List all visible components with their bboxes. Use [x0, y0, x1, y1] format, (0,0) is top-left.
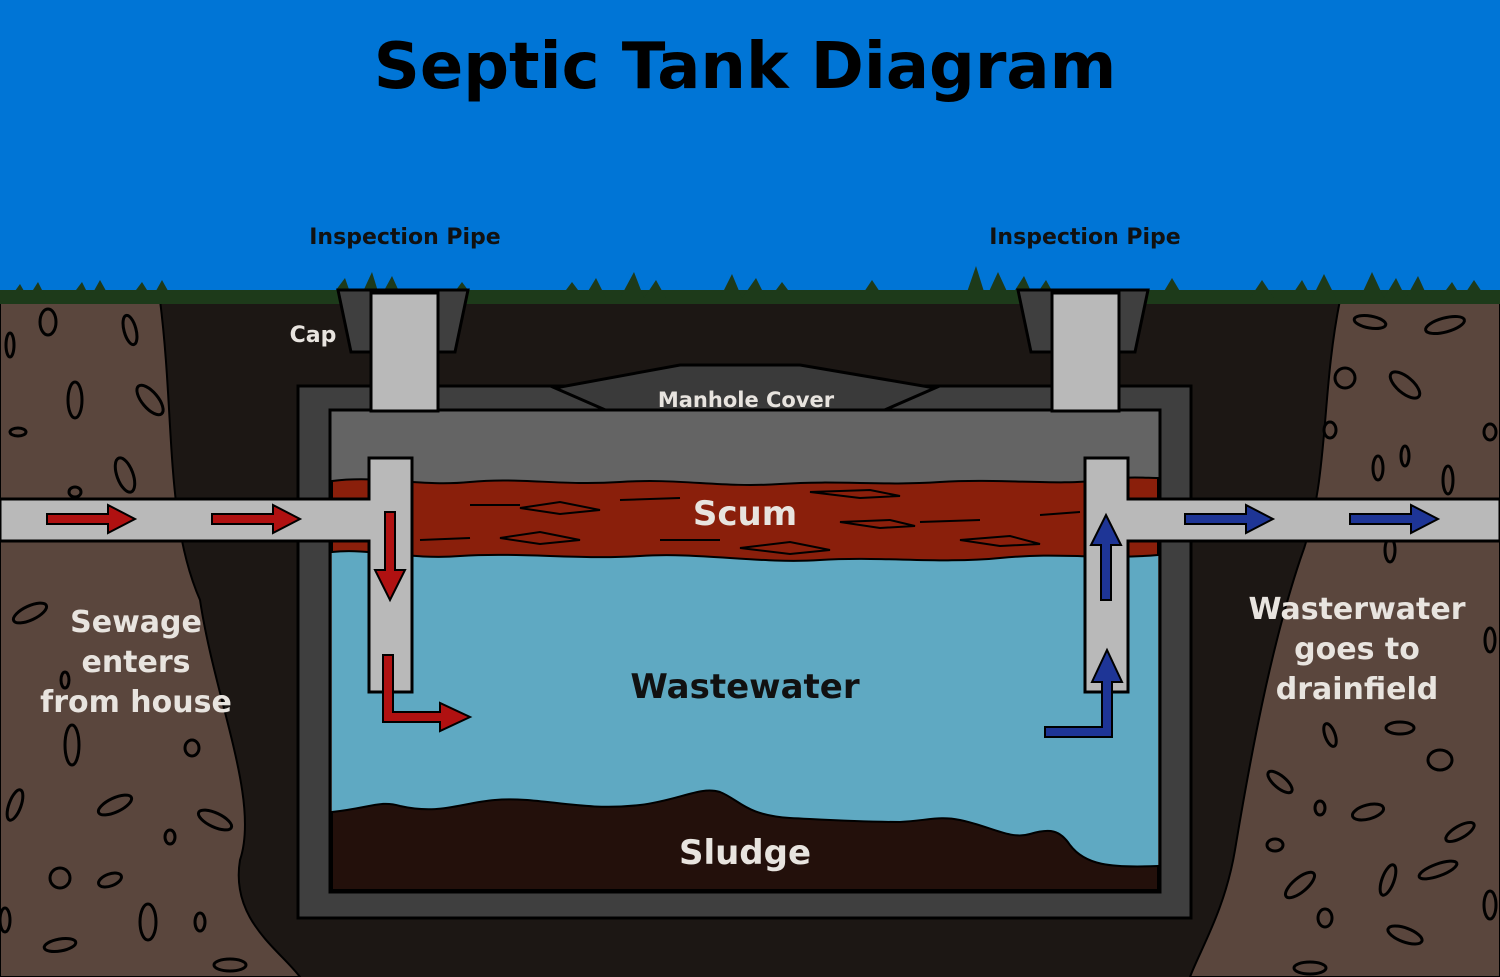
arrow-right-icon — [211, 503, 303, 535]
scum-layer — [331, 476, 1159, 562]
sky — [0, 0, 1500, 300]
label-inlet-line: Sewage — [70, 605, 202, 640]
pebbles-right — [1265, 313, 1498, 976]
label-inlet-line: from house — [40, 685, 232, 720]
label-inspection-pipe-right: Inspection Pipe — [989, 225, 1180, 250]
arrow-right-icon — [1349, 503, 1441, 535]
arrow-up-icon — [1044, 647, 1124, 738]
arrow-down-icon — [373, 511, 407, 603]
inspection-pipe-right — [1050, 291, 1121, 413]
arrow-right-icon — [1184, 503, 1276, 535]
label-inlet: Sewage enters from house — [40, 605, 232, 720]
label-wastewater: Wastewater — [630, 667, 859, 707]
arrow-up-icon — [1089, 512, 1123, 601]
label-cap: Cap — [290, 323, 337, 348]
label-outlet: Wasterwater goes to drainfield — [1248, 592, 1465, 707]
label-outlet-line: goes to — [1294, 632, 1420, 667]
inflow-arrows — [46, 503, 473, 733]
soil-right — [1188, 299, 1500, 977]
label-scum: Scum — [693, 494, 797, 534]
page-title: Septic Tank Diagram — [374, 30, 1117, 104]
arrow-right-icon — [382, 654, 473, 733]
label-outlet-line: Wasterwater — [1248, 592, 1465, 627]
scum-texture — [419, 488, 1081, 556]
pebbles-left — [0, 307, 248, 973]
inspection-pipe-left — [369, 291, 440, 413]
label-sludge: Sludge — [679, 833, 811, 873]
arrow-right-icon — [46, 503, 138, 535]
outflow-arrows — [1044, 503, 1441, 738]
sludge-layer — [331, 789, 1159, 891]
label-inspection-pipe-left: Inspection Pipe — [309, 225, 500, 250]
label-manhole-cover: Manhole Cover — [658, 388, 835, 412]
label-outlet-line: drainfield — [1276, 672, 1439, 707]
soil-left — [0, 299, 302, 977]
label-inlet-line: enters — [81, 645, 190, 680]
